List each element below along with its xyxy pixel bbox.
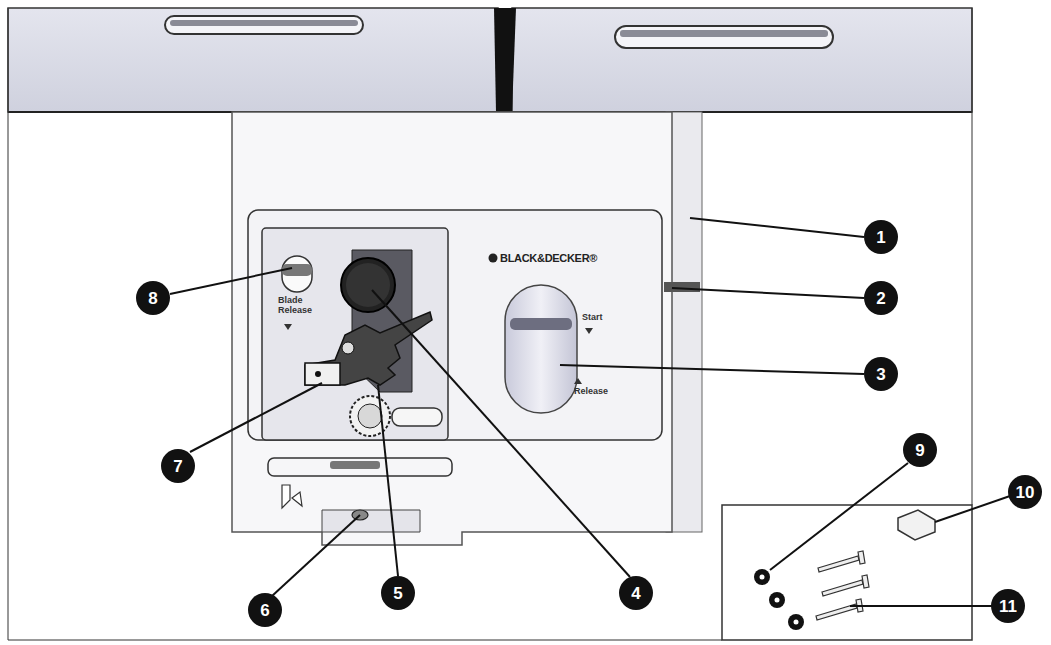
knife-icon	[292, 492, 302, 506]
cabinet-handle	[615, 26, 833, 48]
piercing-lever	[305, 312, 432, 385]
washer-hole	[794, 620, 799, 625]
leader-line	[935, 496, 1010, 522]
callout-number: 8	[136, 281, 170, 315]
drive-knob	[341, 258, 395, 312]
callout-number: 3	[864, 357, 898, 391]
leader-line	[190, 383, 322, 452]
cabinet-handle	[165, 16, 363, 34]
control-label: Release	[574, 387, 608, 397]
callout-number: 6	[248, 593, 282, 627]
cord-clip	[898, 510, 935, 540]
brand-mark	[489, 254, 498, 263]
screw-head	[862, 575, 869, 588]
lid-slot	[268, 458, 452, 476]
washer-hole	[775, 598, 780, 603]
screw	[818, 556, 859, 572]
gear-hub	[358, 404, 382, 428]
callout-number: 4	[619, 576, 653, 610]
cutter-bracket	[305, 363, 340, 385]
cabinet-left	[8, 8, 498, 112]
opener-body	[232, 112, 672, 545]
control-label: Blade Release	[278, 296, 322, 316]
front-panel	[248, 210, 662, 440]
spacer-washer	[754, 569, 770, 585]
screw	[822, 580, 863, 596]
knife-icon	[282, 485, 290, 508]
cabinet-gap	[494, 8, 516, 128]
arrow-down	[284, 324, 292, 330]
arrow-up	[574, 378, 582, 384]
callout-number: 2	[864, 281, 898, 315]
callout-number: 1	[864, 220, 898, 254]
frame-line	[972, 8, 973, 505]
control-label: Start	[582, 313, 603, 323]
arrow-down	[585, 328, 593, 334]
parts-inset	[722, 505, 972, 640]
bracket-hole	[315, 371, 321, 377]
callout-number: 7	[161, 449, 195, 483]
spacer-washer	[769, 592, 785, 608]
leader-line	[850, 605, 992, 607]
slot-insert	[330, 461, 380, 469]
frame-line	[8, 8, 9, 640]
leader-line	[170, 268, 292, 294]
handle-shadow	[170, 20, 358, 26]
callout-number: 11	[991, 589, 1025, 623]
leader-line	[690, 218, 864, 237]
cutter-recess	[262, 228, 448, 440]
can-guide	[392, 408, 442, 426]
frame-line	[8, 640, 722, 641]
callout-number: 10	[1008, 475, 1042, 509]
handle-shadow	[620, 30, 828, 37]
mounting-screws	[816, 551, 869, 620]
leader-lines	[170, 218, 1010, 606]
leader-line	[372, 290, 630, 577]
feed-gear	[350, 396, 390, 436]
screw-head	[858, 551, 865, 564]
cabinet-right	[512, 8, 972, 112]
washer-hole	[760, 575, 765, 580]
spacer-washer	[788, 614, 804, 630]
blade-release-slot	[282, 256, 312, 292]
knob-face	[346, 263, 390, 307]
callout-number: 5	[381, 576, 415, 610]
side-switch	[664, 282, 700, 292]
callout-number: 9	[903, 433, 937, 467]
sharpener-recess	[322, 510, 420, 532]
lever-pivot	[342, 342, 354, 354]
leader-line	[378, 385, 398, 576]
brand-name: BLACK&DECKER®	[500, 252, 597, 264]
leader-line	[672, 288, 864, 298]
leader-line	[770, 463, 908, 570]
start-button	[505, 285, 577, 413]
leader-line	[560, 365, 864, 374]
leader-line	[272, 515, 360, 596]
button-ridge	[510, 318, 572, 330]
